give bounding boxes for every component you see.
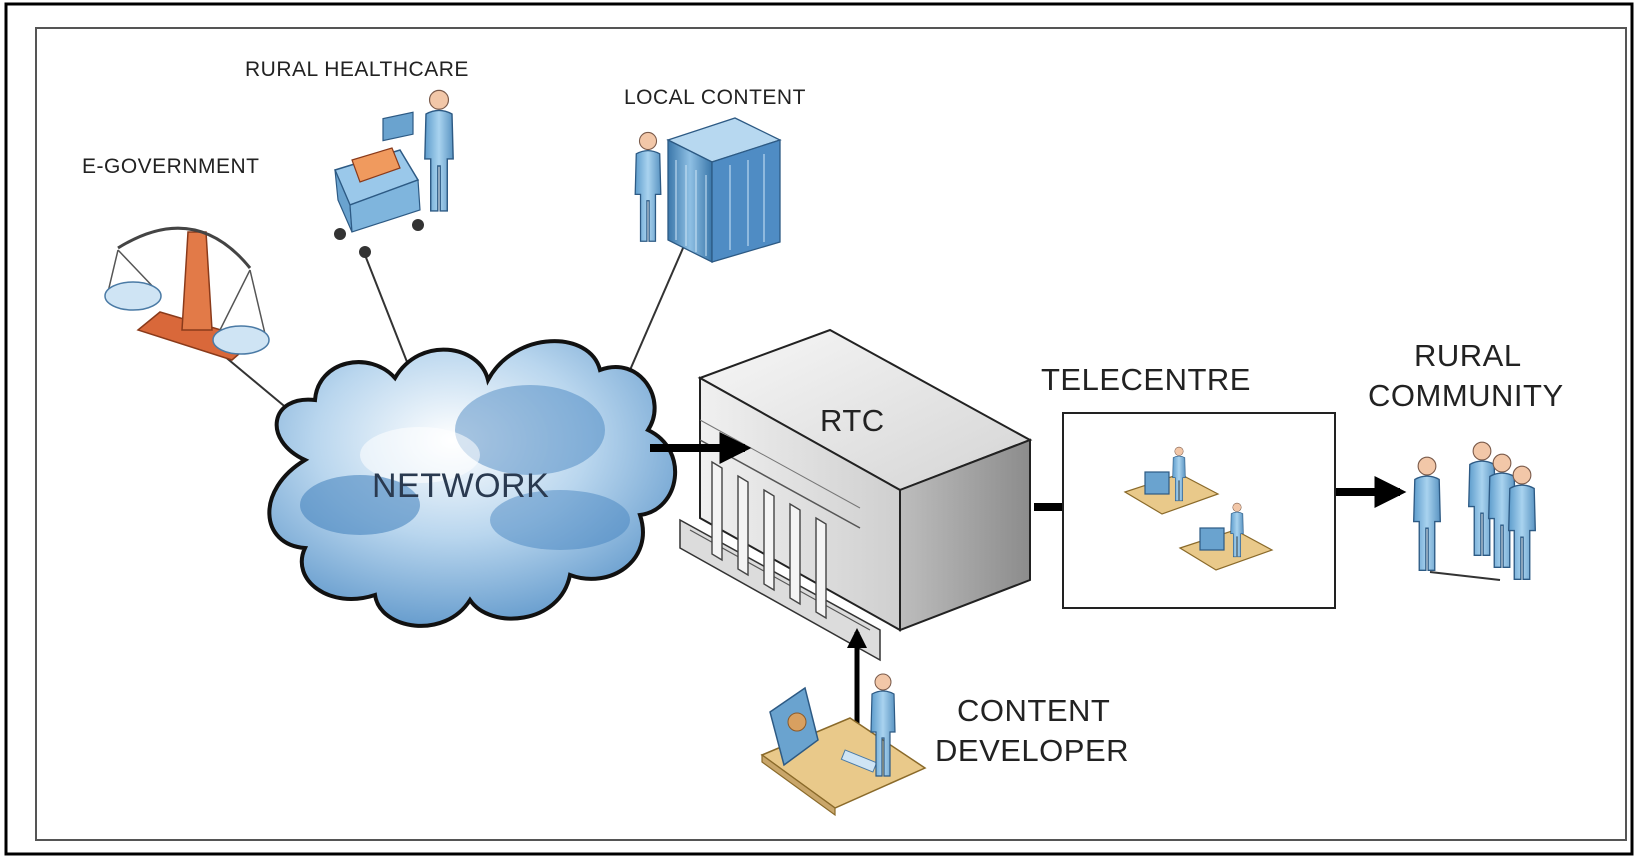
label-network: NETWORK <box>372 467 550 505</box>
cloud-icon <box>267 339 678 628</box>
label-content-developer-line1: CONTENT <box>957 693 1111 728</box>
person-at-computer-icon <box>760 673 927 817</box>
people-group-icon <box>1413 441 1536 581</box>
label-rural-community-line1: RURAL <box>1414 338 1522 373</box>
line-content-network <box>629 231 691 371</box>
building-icon <box>679 328 1033 662</box>
label-rural-community-line2: COMMUNITY <box>1368 378 1564 413</box>
medical-cart-person-icon <box>333 89 454 258</box>
label-telecentre: TELECENTRE <box>1041 362 1251 397</box>
scales-of-justice-icon <box>104 226 270 361</box>
label-local-content: LOCAL CONTENT <box>624 86 806 109</box>
label-rtc: RTC <box>820 403 885 438</box>
telecentre-box <box>1062 412 1336 609</box>
label-content-developer-line2: DEVELOPER <box>935 733 1130 768</box>
workstation-people-icon <box>1123 446 1274 571</box>
label-rural-healthcare: RURAL HEALTHCARE <box>245 58 469 81</box>
server-rack-person-icon <box>634 117 782 264</box>
label-e-government: E-GOVERNMENT <box>82 155 260 178</box>
